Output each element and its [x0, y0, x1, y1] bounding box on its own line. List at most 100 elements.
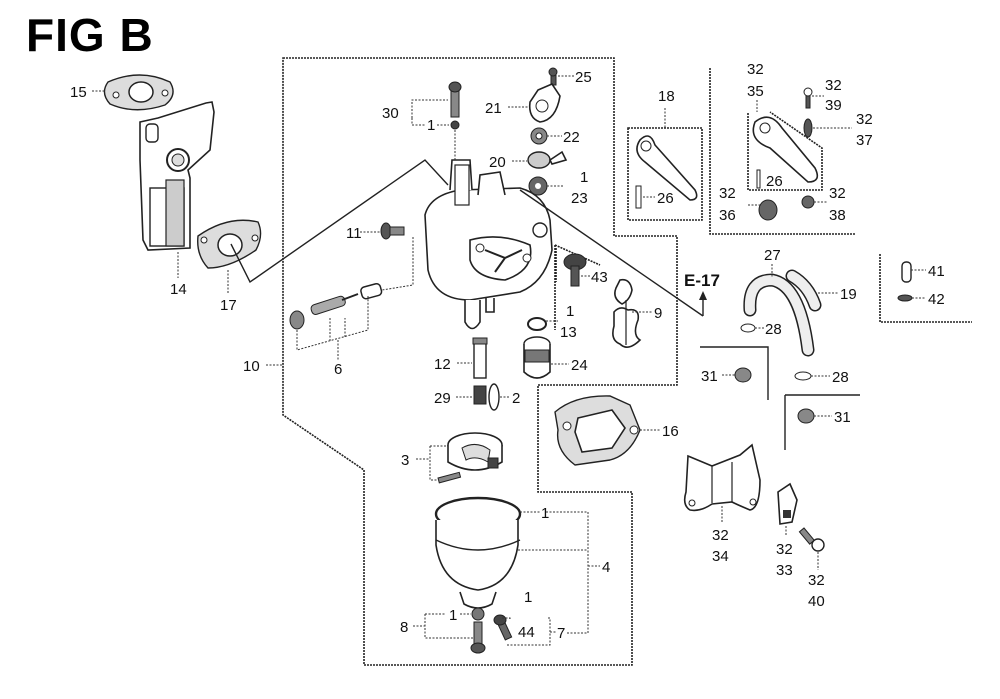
callout-7: 7: [557, 625, 565, 642]
part-16-gasket[interactable]: [554, 395, 641, 466]
part-41-joint[interactable]: [901, 261, 912, 283]
part-30-screw[interactable]: [448, 81, 462, 118]
part-39-screw[interactable]: [803, 87, 813, 109]
part-33-choke-arm[interactable]: [777, 482, 798, 525]
figure-title: FIG B: [26, 9, 154, 61]
part-3-float[interactable]: [437, 432, 503, 484]
part-1-washer-8[interactable]: [471, 607, 485, 621]
callout-28a: 28: [765, 321, 782, 338]
callout-28b: 28: [832, 369, 849, 386]
callout-16: 16: [662, 423, 679, 440]
part-15-gasket[interactable]: [103, 74, 174, 111]
part-22-washer[interactable]: [530, 127, 548, 145]
part-31-grommet-a[interactable]: [734, 367, 752, 383]
part-35-control-lever[interactable]: [752, 116, 819, 183]
part-28-clip-b[interactable]: [794, 371, 812, 381]
callout-36: 36: [719, 207, 736, 224]
callout-4: 4: [602, 559, 610, 576]
callout-38: 38: [829, 207, 846, 224]
part-40-bolt[interactable]: [798, 527, 825, 552]
callout-36-32: 32: [719, 185, 736, 202]
part-23-gasket[interactable]: [528, 176, 548, 196]
part-4-float-chamber[interactable]: [434, 496, 522, 609]
callout-14: 14: [170, 281, 187, 298]
callout-13-1: 1: [566, 303, 574, 320]
small-parts-frame: [879, 254, 972, 323]
part-18-choke-lever[interactable]: [636, 135, 698, 201]
callout-3: 3: [401, 452, 409, 469]
callout-6: 6: [334, 361, 342, 378]
callout-12: 12: [434, 356, 451, 373]
part-31-grommet-b[interactable]: [797, 408, 815, 424]
callout-23: 23: [571, 190, 588, 207]
part-38-washer[interactable]: [801, 195, 815, 209]
part-37-washer[interactable]: [803, 118, 813, 138]
callout-25: 25: [575, 69, 592, 86]
part-27-fuel-tube[interactable]: [743, 273, 815, 357]
callout-35-26: 26: [766, 173, 783, 190]
callout-33-32: 32: [776, 541, 793, 558]
part-8-bolt[interactable]: [470, 621, 486, 654]
callout-31b: 31: [834, 409, 851, 426]
callout-17: 17: [220, 297, 237, 314]
carburetor-body[interactable]: [424, 159, 553, 330]
control-lever-subframe: [747, 111, 823, 191]
callout-40-32: 32: [808, 572, 825, 589]
callout-21: 21: [485, 100, 502, 117]
callout-11: 11: [346, 225, 362, 242]
callout-38-32: 32: [829, 185, 846, 202]
part-11-screw[interactable]: [380, 222, 405, 240]
callout-31a: 31: [701, 368, 718, 385]
callout-42: 42: [928, 291, 945, 308]
callout-8: 8: [400, 619, 408, 636]
callout-8-1: 1: [449, 607, 457, 624]
callout-15: 15: [70, 84, 87, 101]
callout-30: 30: [382, 105, 399, 122]
part-24-drain-cap[interactable]: [523, 336, 551, 379]
part-6-pilot-screw-set[interactable]: [289, 282, 383, 330]
callout-29: 29: [434, 390, 451, 407]
callout-2: 2: [512, 390, 520, 407]
callout-30-1: 1: [427, 117, 435, 134]
part-26-pin-18[interactable]: [635, 185, 642, 209]
part-12-main-jet-holder[interactable]: [472, 337, 488, 379]
part-25-screw[interactable]: [548, 67, 558, 86]
carburetor-assembly-frame: [282, 57, 678, 666]
part-14-insulator[interactable]: [139, 101, 215, 251]
callout-39: 39: [825, 97, 842, 114]
part-2-oring[interactable]: [488, 383, 500, 411]
callout-35: 35: [747, 83, 764, 100]
choke-lever-frame: [627, 127, 703, 221]
callout-40: 40: [808, 593, 825, 610]
callout-13: 13: [560, 324, 577, 341]
part-19-fuel-tube[interactable]: [785, 269, 822, 312]
part-26-pin-35[interactable]: [756, 169, 761, 189]
part-28-clip-a[interactable]: [740, 323, 756, 333]
callout-35-32: 32: [747, 61, 764, 78]
callout-4-1: 1: [541, 505, 549, 522]
callout-34-32: 32: [712, 527, 729, 544]
part-43-screw[interactable]: [563, 253, 587, 287]
part-9-fuel-cut-lever[interactable]: [612, 278, 642, 348]
part-34-choke-bracket[interactable]: [683, 443, 761, 512]
part-36-spring[interactable]: [758, 199, 778, 221]
part-1-oring-30[interactable]: [450, 120, 460, 130]
part-29-main-jet[interactable]: [473, 385, 487, 405]
callout-37-32: 32: [856, 111, 873, 128]
part-42-clip[interactable]: [897, 294, 913, 302]
callout-18-26: 26: [657, 190, 674, 207]
part-21-bowl-cover[interactable]: [528, 83, 561, 123]
arrow-up-icon: [699, 291, 707, 300]
callout-41: 41: [928, 263, 945, 280]
callout-43: 43: [591, 269, 608, 286]
part-7-drain-screw[interactable]: [493, 614, 513, 641]
part-20-valve[interactable]: [527, 150, 568, 169]
callout-44-1: 1: [524, 589, 532, 606]
part-13-oring[interactable]: [527, 317, 547, 331]
part-17-gasket[interactable]: [197, 219, 262, 269]
reference-e17: E-17: [684, 271, 720, 290]
control-lever-frame: [709, 68, 855, 235]
callout-19: 19: [840, 286, 857, 303]
callout-39-32: 32: [825, 77, 842, 94]
